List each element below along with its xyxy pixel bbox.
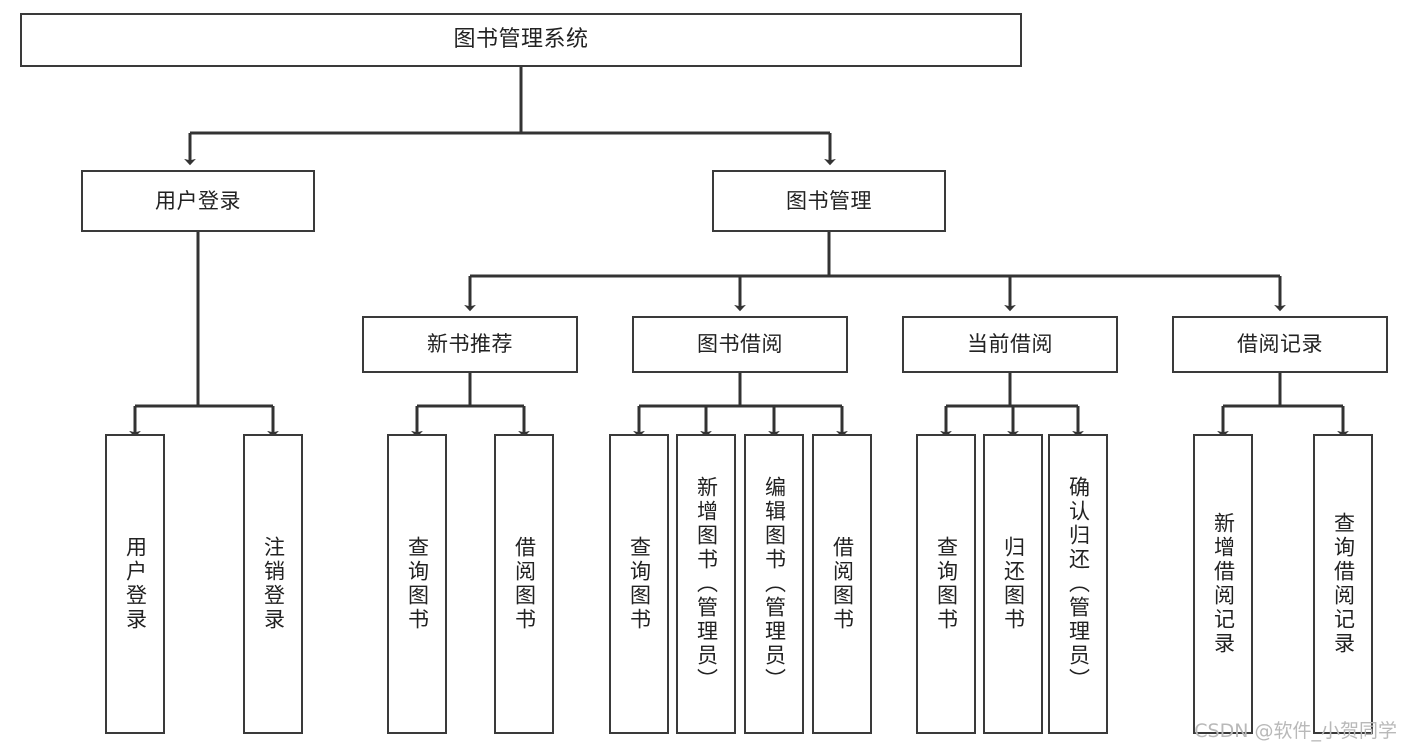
- node-book-management[interactable]: 图书管理: [712, 170, 946, 232]
- leaf-query-record[interactable]: 查询借阅记录: [1313, 434, 1373, 734]
- leaf-query-book-2[interactable]: 查询图书: [609, 434, 669, 734]
- leaf-user-login[interactable]: 用户登录: [105, 434, 165, 734]
- leaf-query-record-label: 查询借阅记录: [1331, 512, 1356, 656]
- node-borrow-record-label: 借阅记录: [1237, 332, 1323, 357]
- leaf-borrow-book-2[interactable]: 借阅图书: [812, 434, 872, 734]
- leaf-borrow-book-1-label: 借阅图书: [512, 536, 537, 632]
- node-user-login[interactable]: 用户登录: [81, 170, 315, 232]
- leaf-add-book-label: 新增图书（管理员）: [694, 476, 719, 692]
- leaf-query-book-2-label: 查询图书: [627, 536, 652, 632]
- leaf-logout-login-label: 注销登录: [261, 536, 286, 632]
- node-user-login-label: 用户登录: [155, 188, 241, 213]
- leaf-query-book-1-label: 查询图书: [405, 536, 430, 632]
- node-root-label: 图书管理系统: [453, 27, 589, 53]
- node-root[interactable]: 图书管理系统: [20, 13, 1022, 67]
- leaf-return-book-label: 归还图书: [1001, 536, 1026, 632]
- node-book-borrow-label: 图书借阅: [697, 332, 783, 357]
- leaf-edit-book[interactable]: 编辑图书（管理员）: [744, 434, 804, 734]
- leaf-user-login-label: 用户登录: [123, 536, 148, 632]
- leaf-confirm-return[interactable]: 确认归还（管理员）: [1048, 434, 1108, 734]
- node-borrow-record[interactable]: 借阅记录: [1172, 316, 1388, 373]
- csdn-watermark: CSDN @软件_小贺同学: [1194, 720, 1397, 742]
- node-new-book-recommend[interactable]: 新书推荐: [362, 316, 578, 373]
- leaf-add-record-label: 新增借阅记录: [1211, 512, 1236, 656]
- leaf-add-record[interactable]: 新增借阅记录: [1193, 434, 1253, 734]
- leaf-confirm-return-label: 确认归还（管理员）: [1066, 476, 1091, 692]
- node-new-book-recommend-label: 新书推荐: [427, 332, 513, 357]
- leaf-borrow-book-1[interactable]: 借阅图书: [494, 434, 554, 734]
- leaf-query-book-1[interactable]: 查询图书: [387, 434, 447, 734]
- node-book-borrow[interactable]: 图书借阅: [632, 316, 848, 373]
- leaf-borrow-book-2-label: 借阅图书: [830, 536, 855, 632]
- node-current-borrow[interactable]: 当前借阅: [902, 316, 1118, 373]
- node-book-management-label: 图书管理: [786, 188, 872, 213]
- leaf-query-book-3-label: 查询图书: [934, 536, 959, 632]
- leaf-add-book[interactable]: 新增图书（管理员）: [676, 434, 736, 734]
- node-current-borrow-label: 当前借阅: [967, 332, 1053, 357]
- leaf-edit-book-label: 编辑图书（管理员）: [762, 476, 787, 692]
- leaf-logout-login[interactable]: 注销登录: [243, 434, 303, 734]
- leaf-return-book[interactable]: 归还图书: [983, 434, 1043, 734]
- leaf-query-book-3[interactable]: 查询图书: [916, 434, 976, 734]
